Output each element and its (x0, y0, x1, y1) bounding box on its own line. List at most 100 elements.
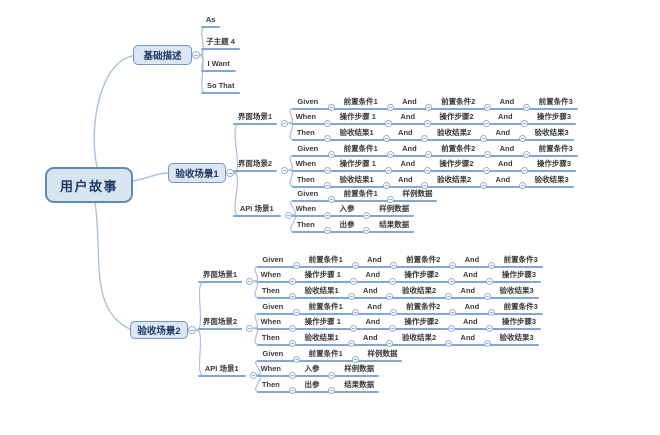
topic-label[interactable]: And (499, 143, 515, 153)
collapse-minus-icon[interactable] (423, 166, 431, 174)
topic-label[interactable]: When (295, 204, 316, 213)
collapse-minus-icon[interactable] (487, 262, 495, 269)
collapse-minus-icon[interactable] (327, 104, 335, 111)
collapse-minus-icon[interactable] (281, 119, 288, 127)
collapse-minus-icon[interactable] (246, 324, 253, 332)
topic-label[interactable]: 前置条件1 (308, 348, 343, 358)
topic-label[interactable]: 操作步骤2 (439, 159, 474, 168)
collapse-minus-icon[interactable] (447, 277, 455, 285)
topic-label[interactable]: And (464, 254, 480, 264)
collapse-minus-icon[interactable] (480, 182, 488, 189)
topic-label[interactable]: 验收结果2 (402, 285, 437, 295)
collapse-minus-icon[interactable] (323, 119, 331, 127)
collapse-minus-icon[interactable] (449, 309, 457, 316)
topic-label[interactable]: API 场景1 (204, 364, 239, 373)
collapse-minus-icon[interactable] (351, 262, 359, 269)
collapse-minus-icon[interactable] (486, 324, 493, 332)
branch-acceptance-scenario-2[interactable]: 验收场景2 (130, 321, 188, 339)
collapse-minus-icon[interactable] (521, 119, 528, 127)
collapse-minus-icon[interactable] (447, 324, 455, 332)
topic-label[interactable]: And (464, 301, 480, 311)
collapse-minus-icon[interactable] (288, 277, 296, 285)
topic-label[interactable]: And (365, 270, 381, 279)
root-topic-user-story[interactable]: 用户故事 (45, 167, 133, 203)
topic-label[interactable]: Given (262, 254, 284, 264)
topic-label[interactable]: And (499, 96, 515, 106)
topic-label[interactable]: 验收结果3 (499, 285, 534, 295)
collapse-minus-icon[interactable] (386, 151, 394, 158)
collapse-minus-icon[interactable] (449, 262, 457, 269)
topic-label[interactable]: And (363, 285, 378, 295)
collapse-minus-icon[interactable] (423, 119, 431, 127)
collapse-minus-icon[interactable] (328, 371, 336, 379)
collapse-minus-icon[interactable] (482, 119, 490, 127)
collapse-minus-icon[interactable] (482, 166, 490, 174)
topic-label[interactable]: 界面场景1 (202, 270, 238, 279)
collapse-minus-icon[interactable] (421, 182, 429, 189)
topic-label[interactable]: 前置条件3 (538, 143, 573, 153)
collapse-minus-icon[interactable] (288, 371, 296, 379)
topic-label[interactable]: 界面场景2 (202, 317, 238, 326)
topic-label[interactable]: And (497, 159, 513, 168)
topic-label[interactable]: 操作步骤2 (439, 112, 474, 121)
topic-label[interactable]: Then (261, 285, 280, 295)
topic-label[interactable]: 操作步骤3 (536, 112, 572, 121)
topic-label[interactable]: And (400, 159, 416, 168)
collapse-minus-icon[interactable] (328, 387, 336, 394)
collapse-minus-icon[interactable] (388, 324, 396, 332)
collapse-minus-icon[interactable] (385, 166, 392, 174)
topic-label[interactable]: And (495, 127, 511, 137)
collapse-minus-icon[interactable] (484, 104, 492, 111)
collapse-minus-icon[interactable] (292, 356, 300, 363)
topic-label[interactable]: 样例数据 (379, 204, 410, 213)
collapse-minus-icon[interactable] (188, 326, 196, 334)
collapse-minus-icon[interactable] (390, 309, 398, 316)
topic-label[interactable]: Then (296, 219, 315, 229)
collapse-minus-icon[interactable] (347, 340, 355, 347)
topic-label[interactable]: 入参 (339, 204, 355, 213)
topic-label[interactable]: And (495, 174, 511, 184)
topic-label[interactable]: 操作步骤 1 (339, 112, 376, 121)
topic-label[interactable]: 操作步骤2 (404, 270, 439, 279)
topic-label[interactable]: I Want (207, 59, 230, 68)
collapse-minus-icon[interactable] (484, 151, 492, 158)
topic-label[interactable]: When (295, 159, 316, 168)
topic-label[interactable]: 前置条件2 (441, 143, 476, 153)
topic-label[interactable]: 前置条件1 (343, 188, 378, 198)
topic-label[interactable]: 验收结果2 (402, 332, 437, 342)
collapse-minus-icon[interactable] (487, 309, 495, 316)
topic-label[interactable]: 出参 (339, 219, 355, 229)
topic-label[interactable]: 前置条件2 (441, 96, 476, 106)
topic-label[interactable]: 结果数据 (379, 219, 410, 229)
collapse-minus-icon[interactable] (421, 135, 429, 142)
collapse-minus-icon[interactable] (445, 340, 453, 347)
topic-label[interactable]: And (402, 96, 417, 106)
topic-label[interactable]: And (460, 332, 476, 342)
collapse-minus-icon[interactable] (363, 211, 371, 219)
topic-label[interactable]: Then (296, 127, 315, 137)
topic-label[interactable]: And (398, 174, 413, 184)
topic-label[interactable]: 样例数据 (344, 364, 375, 373)
topic-label[interactable]: 前置条件1 (308, 301, 343, 311)
collapse-minus-icon[interactable] (327, 196, 335, 203)
collapse-minus-icon[interactable] (288, 387, 296, 394)
topic-label[interactable]: When (260, 270, 281, 279)
topic-label[interactable]: 前置条件1 (343, 96, 378, 106)
topic-label[interactable]: 前置条件1 (343, 143, 378, 153)
topic-label[interactable]: When (260, 364, 281, 373)
topic-label[interactable]: 界面场景1 (237, 112, 273, 121)
collapse-minus-icon[interactable] (386, 293, 394, 300)
collapse-minus-icon[interactable] (386, 104, 394, 111)
topic-label[interactable]: And (402, 143, 417, 153)
collapse-minus-icon[interactable] (292, 262, 300, 269)
topic-label[interactable]: 前置条件3 (538, 96, 573, 106)
topic-label[interactable]: Given (297, 143, 319, 153)
topic-label[interactable]: Given (297, 188, 319, 198)
topic-label[interactable]: And (398, 127, 413, 137)
topic-label[interactable]: 操作步骤 1 (304, 270, 341, 279)
topic-label[interactable]: 操作步骤 1 (304, 317, 341, 326)
topic-label[interactable]: And (462, 317, 478, 326)
collapse-minus-icon[interactable] (351, 356, 359, 363)
collapse-minus-icon[interactable] (288, 340, 296, 347)
collapse-minus-icon[interactable] (288, 324, 296, 332)
